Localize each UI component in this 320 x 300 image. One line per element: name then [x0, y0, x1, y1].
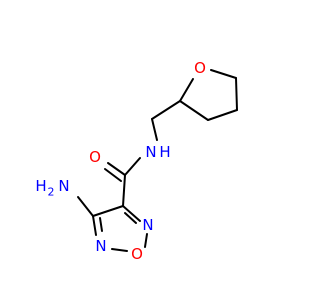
amide-hydrogen-label: H: [159, 143, 170, 161]
thf-oxygen-label: O: [194, 59, 206, 77]
bond-thf-c2-c3: [179, 100, 209, 121]
bond-n5-c4-double: [99, 217, 103, 232]
structure-diagram: O N H O H 2 N N N O: [35, 59, 238, 263]
atom-labels: O N H O H 2 N N N O: [35, 59, 206, 263]
amine-h-label: H: [35, 177, 46, 195]
amine-subscript-label: 2: [48, 186, 55, 199]
bond-c2-ch2: [151, 100, 181, 120]
ring-nitrogen-lower-label: N: [95, 237, 106, 255]
bond-c4-nh2: [77, 196, 94, 217]
bond-thf-c5-o: [210, 69, 237, 79]
bond-carbonyl-o-1: [107, 162, 126, 176]
bond-thf-c4-c5: [235, 77, 238, 111]
bond-ch2-n: [151, 118, 158, 141]
molecule-canvas: O N H O H 2 N N N O: [35, 59, 238, 263]
bond-carbonyl-o-2: [104, 168, 122, 182]
bond-n2-o1: [144, 233, 148, 248]
bond-thf-c3-c4: [207, 109, 238, 121]
furazan-oxygen-label: O: [131, 245, 143, 263]
bond-carbonyl-ring: [122, 174, 126, 207]
bond-c3-n2: [122, 205, 141, 222]
bonds: [77, 69, 238, 252]
bond-o1-n5: [111, 248, 128, 252]
amide-nitrogen-label: N: [145, 143, 156, 161]
bond-c3-n2-double: [124, 212, 137, 224]
bond-n5-c4: [92, 215, 97, 236]
bond-c3-c4: [92, 205, 124, 217]
bond-n-carbonyl: [124, 157, 141, 176]
bond-thf-o-c2: [179, 78, 194, 102]
amine-nitrogen-label: N: [58, 177, 69, 195]
ring-nitrogen-upper-label: N: [142, 216, 153, 234]
carbonyl-oxygen-label: O: [89, 148, 101, 166]
